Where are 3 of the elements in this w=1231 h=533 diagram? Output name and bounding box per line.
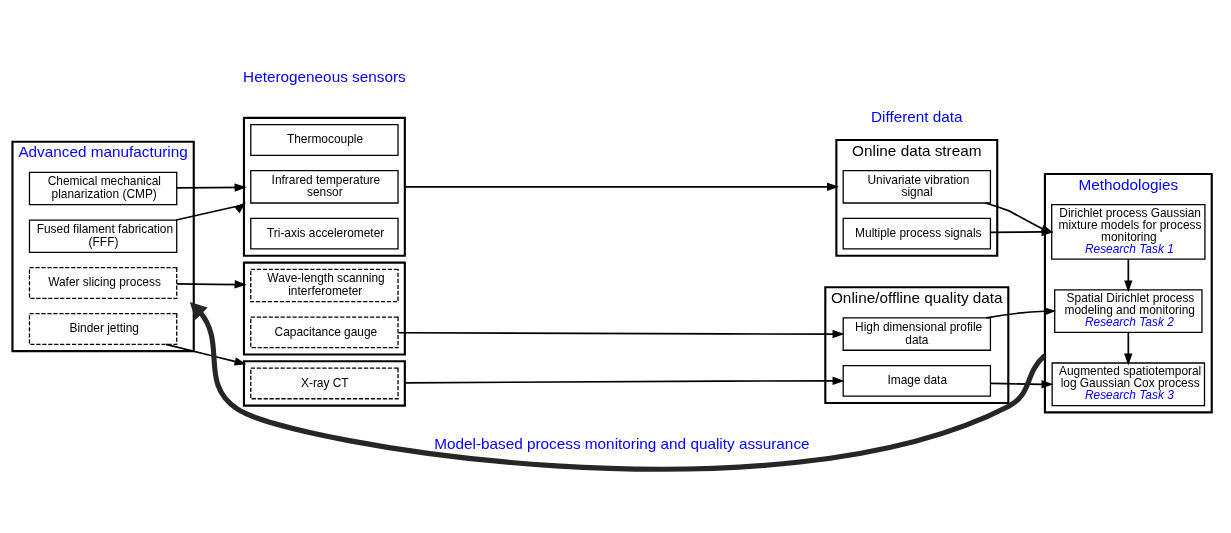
label: Heterogeneous sensors <box>243 68 406 86</box>
label: Different data <box>870 107 963 125</box>
edge-label: Model-based process monitoring and quality assurance <box>434 435 810 453</box>
